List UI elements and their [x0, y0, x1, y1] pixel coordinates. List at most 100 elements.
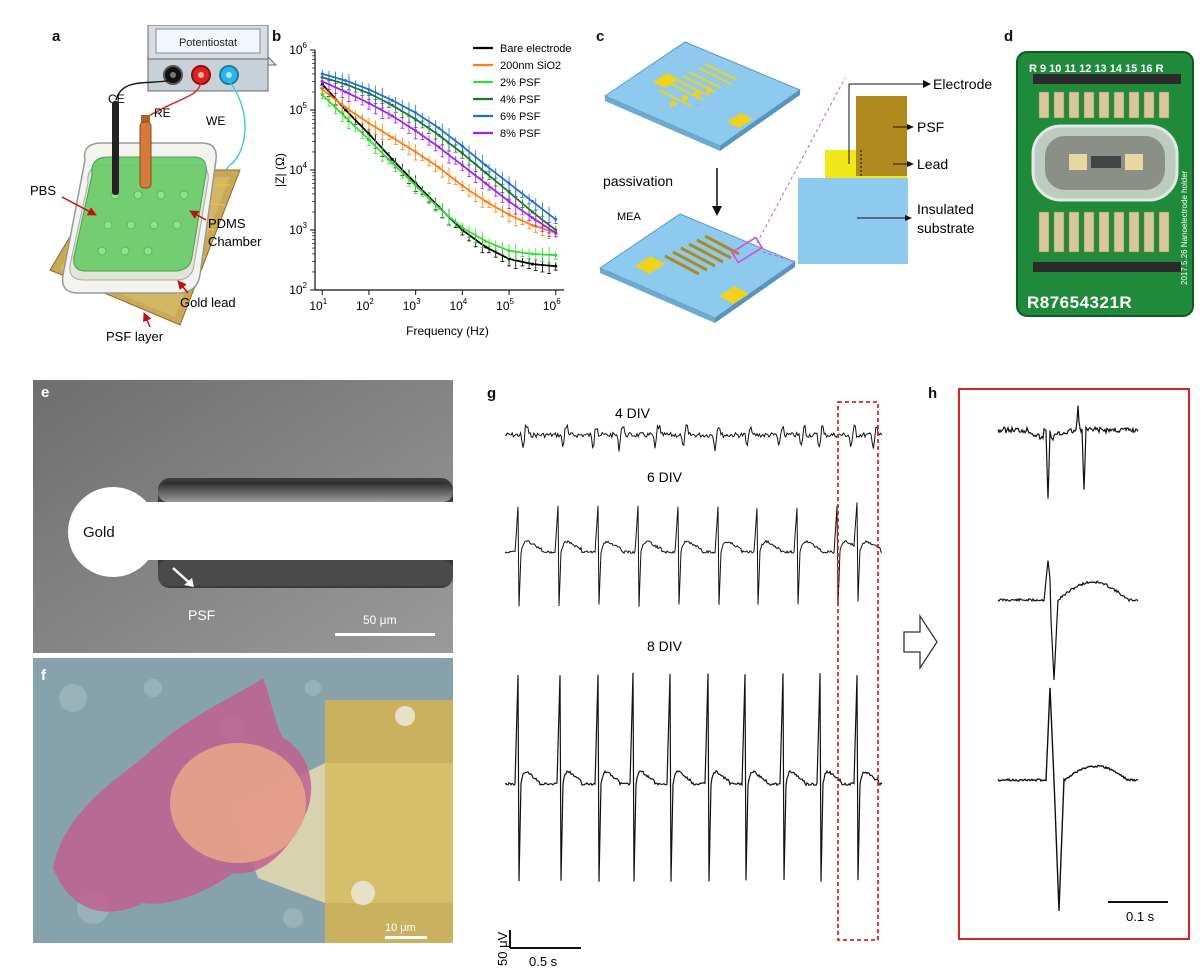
ce-electrode — [112, 101, 119, 195]
pcb-pad — [1038, 211, 1050, 253]
data-point — [530, 262, 534, 266]
label-electrode: Electrode — [933, 76, 992, 92]
y-tick-label: 104 — [289, 161, 307, 177]
spike-6div — [997, 560, 1139, 681]
pcb-pad — [1128, 91, 1140, 119]
data-point — [390, 157, 394, 161]
data-point — [414, 184, 418, 188]
pcb-pad — [1113, 91, 1125, 119]
label-gold-e: Gold — [83, 524, 115, 541]
potentiostat-label: Potentiostat — [179, 37, 237, 49]
x-tick-label: 105 — [496, 297, 514, 313]
data-point — [414, 129, 418, 133]
pcb-pad — [1053, 211, 1065, 253]
data-point — [390, 98, 394, 102]
data-point — [390, 161, 394, 165]
data-point — [344, 82, 348, 86]
data-point — [437, 166, 441, 170]
label-gold-lead: Gold lead — [180, 295, 236, 310]
pcb-pad — [1068, 91, 1080, 119]
data-point — [484, 171, 488, 175]
legend-label: 6% PSF — [500, 111, 541, 123]
pcb-pad — [1128, 211, 1140, 253]
data-point — [484, 239, 488, 243]
pcb-pad — [1053, 91, 1065, 119]
data-point — [437, 145, 441, 149]
data-point — [344, 79, 348, 83]
data-point — [320, 79, 324, 83]
data-point — [344, 106, 348, 110]
panel-label-g: g — [487, 385, 497, 402]
panel-label-b: b — [272, 28, 282, 45]
label-mea: MEA — [617, 211, 642, 223]
label-pdms-1: PDMS — [208, 216, 246, 231]
data-point — [320, 93, 324, 97]
x-tick-label: 103 — [403, 297, 421, 313]
data-point — [344, 108, 348, 112]
data-point — [530, 252, 534, 256]
panel-e-sem-image: Gold PSF 50 μm e — [33, 380, 453, 653]
panel-label-e: e — [41, 384, 49, 401]
data-point — [530, 223, 534, 227]
pcb-pad — [1098, 91, 1110, 119]
scale-label-voltage: 50 μV — [495, 931, 510, 966]
x-axis-label: Frequency (Hz) — [406, 324, 489, 338]
trace-6div — [504, 502, 883, 607]
trace-8div — [504, 672, 883, 882]
data-point — [437, 133, 441, 137]
data-point — [390, 135, 394, 139]
data-point — [437, 126, 441, 130]
data-point — [554, 217, 558, 221]
y-axis-label: |Z| (Ω) — [273, 153, 287, 187]
y-tick-label: 103 — [289, 221, 307, 237]
cross-section — [798, 83, 925, 264]
pcb-bottom-row: R87654321R — [1027, 293, 1132, 312]
data-point — [460, 151, 464, 155]
data-point — [437, 206, 441, 210]
pcb-pad — [1143, 91, 1155, 119]
scale-label-e: 50 μm — [363, 613, 397, 627]
data-point — [507, 190, 511, 194]
label-8div: 8 DIV — [647, 638, 683, 654]
y-tick-label: 102 — [289, 281, 307, 297]
data-point — [344, 90, 348, 94]
pcb-side-text: 2017.5.26 Nanoelectrode holder — [1180, 170, 1189, 285]
legend-label: 8% PSF — [500, 128, 541, 140]
scale-label-time: 0.5 s — [529, 954, 558, 969]
label-6div: 6 DIV — [647, 469, 683, 485]
data-point — [484, 199, 488, 203]
scale-bar-e — [335, 633, 435, 636]
potentiostat-device — [146, 25, 278, 92]
data-point — [507, 249, 511, 253]
pcb-pad — [1068, 211, 1080, 253]
pcb-pad — [1038, 91, 1050, 119]
highlight-box-solid — [958, 388, 1190, 940]
mea-substrate-after — [598, 213, 797, 323]
label-4div: 4 DIV — [615, 405, 651, 421]
label-passivation: passivation — [603, 173, 673, 189]
panel-g-recordings: 4 DIV 6 DIV 8 DIV 50 μV 0.5 s — [495, 401, 883, 969]
scale-bar-f — [385, 936, 427, 939]
data-point — [414, 150, 418, 154]
label-lead: Lead — [917, 156, 948, 172]
x-tick-label: 104 — [449, 297, 467, 313]
x-tick-label: 102 — [356, 297, 374, 313]
data-point — [530, 216, 534, 220]
pcb-pad — [1158, 211, 1170, 253]
label-pdms-2: Chamber — [208, 234, 262, 249]
data-point — [367, 121, 371, 125]
pcb-top-row: R 9 10 11 12 13 14 15 16 R — [1029, 63, 1164, 75]
data-point — [460, 184, 464, 188]
data-point — [344, 115, 348, 119]
scale-label-f: 10 μm — [385, 922, 416, 934]
data-point — [320, 72, 324, 76]
panel-label-a: a — [52, 28, 61, 45]
label-psf: PSF — [917, 119, 944, 135]
data-point — [460, 163, 464, 167]
pcb-pad — [1143, 211, 1155, 253]
x-tick-label: 101 — [309, 297, 327, 313]
x-tick-label: 106 — [543, 297, 561, 313]
panel-f-cell-sem-image: 10 μm f — [33, 658, 453, 943]
data-point — [507, 199, 511, 203]
